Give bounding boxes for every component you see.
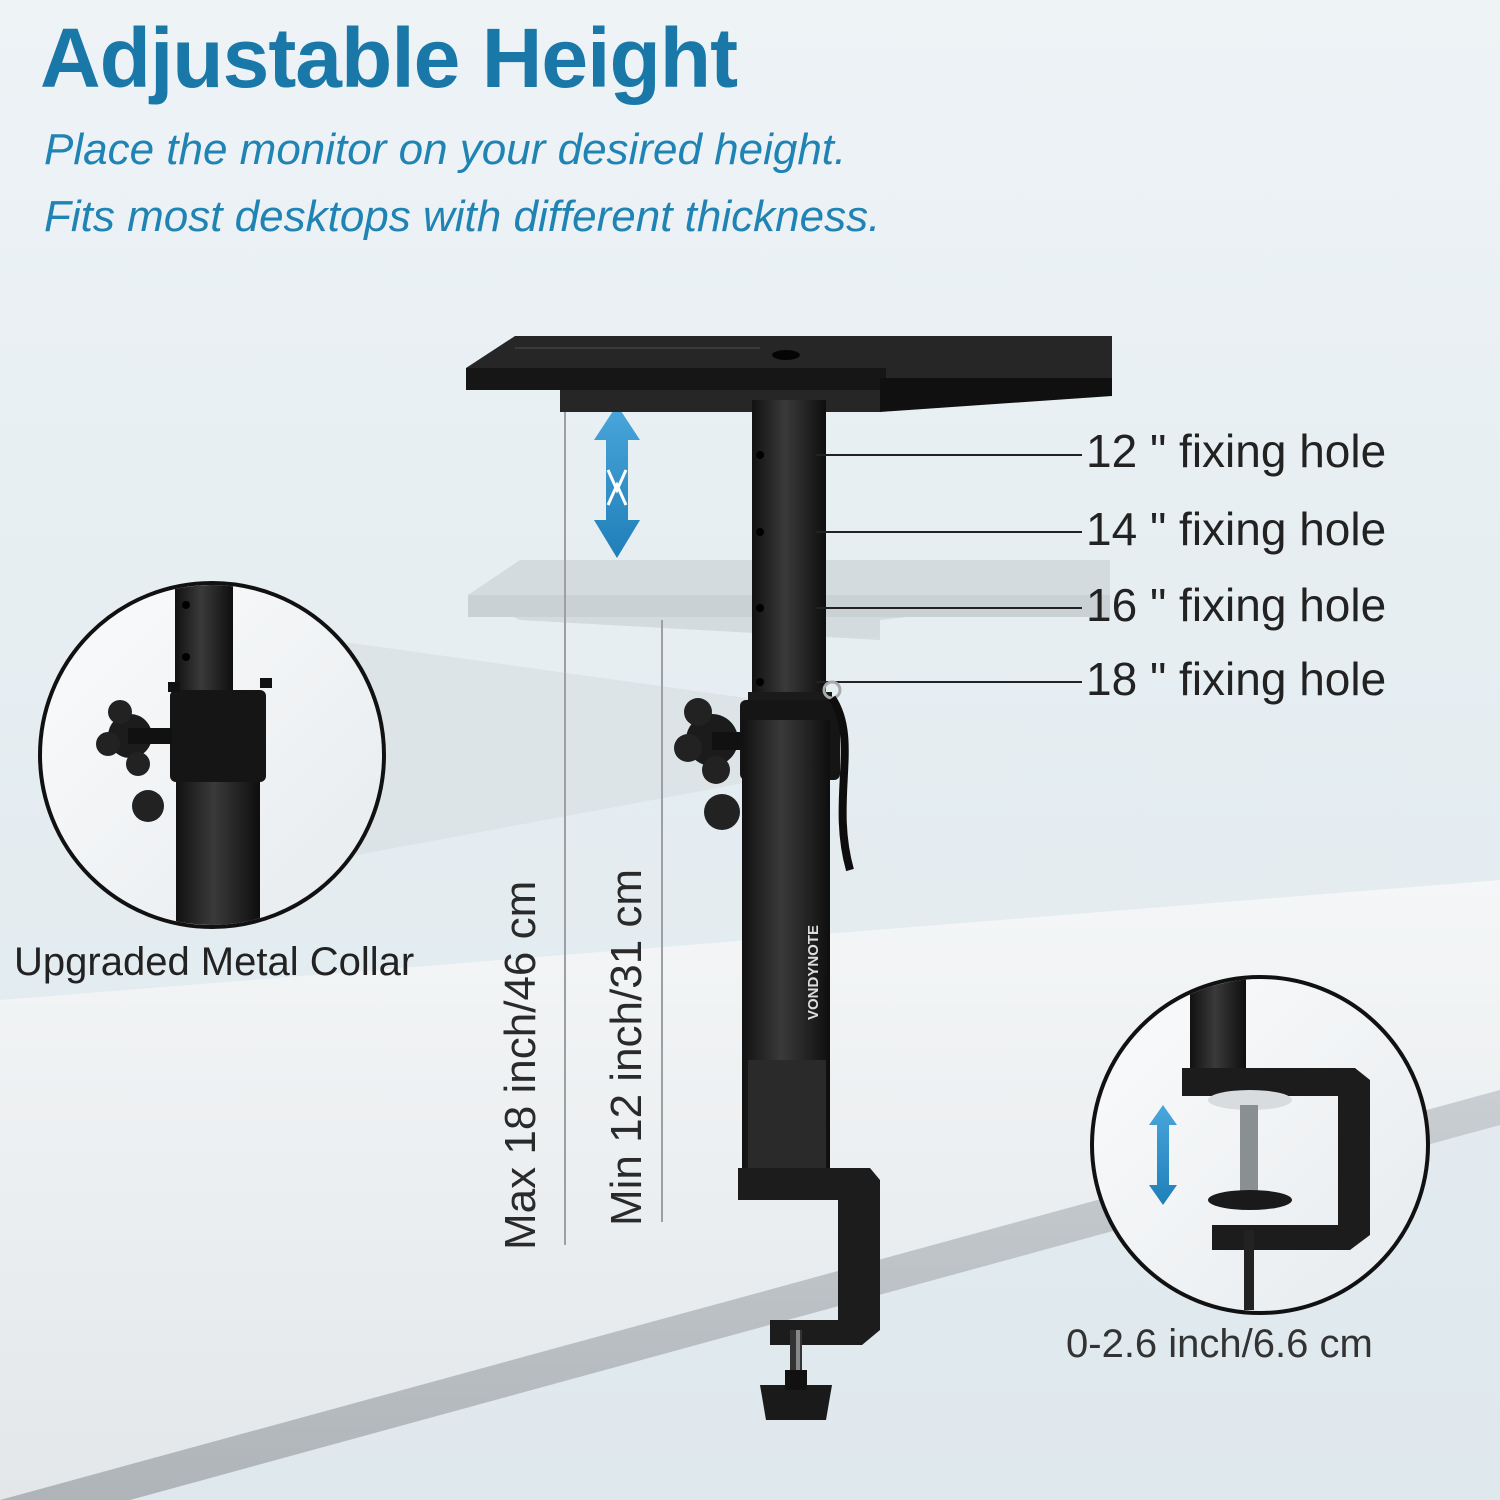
clamp-inset: [1090, 975, 1430, 1315]
fixing-hole-18-label: 18 " fixing hole: [1086, 653, 1387, 705]
upper-pole: [752, 400, 826, 700]
pole-brand-text: VONDYNOTE: [805, 925, 822, 1020]
collar-inset: [38, 581, 386, 929]
subtitle-line-1: Place the monitor on your desired height…: [44, 125, 847, 174]
clamp-range-caption: 0-2.6 inch/6.6 cm: [1066, 1322, 1373, 1366]
fixing-hole-14-label: 14 " fixing hole: [1086, 503, 1387, 555]
zoom-beam: [330, 640, 760, 860]
subtitle-line-2: Fits most desktops with different thickn…: [44, 192, 881, 241]
max-height-label: Max 18 inch/46 cm: [496, 880, 545, 1250]
product-label: [748, 1060, 826, 1170]
fixing-hole-16-label: 16 " fixing hole: [1086, 579, 1387, 631]
collar-caption: Upgraded Metal Collar: [14, 940, 415, 984]
fixing-hole-12-label: 12 " fixing hole: [1086, 425, 1387, 477]
top-platform: [466, 336, 1112, 412]
page-title: Adjustable Height: [40, 11, 738, 105]
height-arrow-icon: [594, 405, 640, 558]
desk-clamp: [738, 1168, 880, 1420]
min-height-label: Min 12 inch/31 cm: [602, 868, 651, 1226]
knob-icon: [674, 698, 750, 830]
